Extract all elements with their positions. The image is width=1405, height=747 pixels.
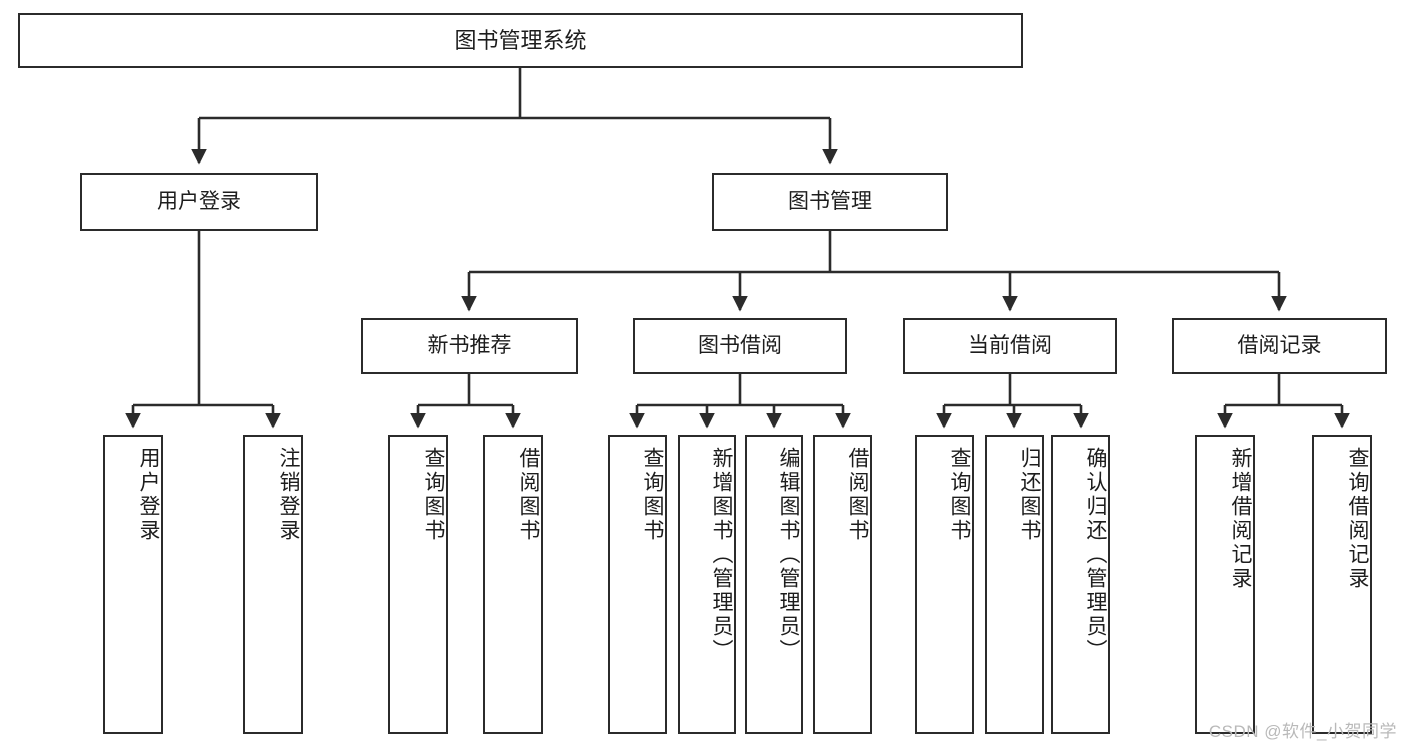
leaf-borrow-book[interactable]: 借阅图书 <box>813 435 872 734</box>
leaf-label: 查询图书 <box>948 447 971 543</box>
node-borrow-record[interactable]: 借阅记录 <box>1172 318 1387 374</box>
leaf-label: 借阅图书 <box>846 447 869 543</box>
leaf-label: 借阅图书 <box>517 447 540 543</box>
leaf-label: 新增借阅记录 <box>1229 447 1252 591</box>
leaf-label: 编辑图书（管理员） <box>777 447 800 663</box>
leaf-borrow-book-new[interactable]: 借阅图书 <box>483 435 543 734</box>
leaf-edit-book-admin[interactable]: 编辑图书（管理员） <box>745 435 803 734</box>
leaf-label: 归还图书 <box>1018 447 1041 543</box>
node-user-login[interactable]: 用户登录 <box>80 173 318 231</box>
leaf-label: 确认归还（管理员） <box>1084 447 1107 663</box>
node-root-system[interactable]: 图书管理系统 <box>18 13 1023 68</box>
leaf-confirm-return-admin[interactable]: 确认归还（管理员） <box>1051 435 1110 734</box>
leaf-label: 注销登录 <box>277 447 300 543</box>
leaf-query-book-borrow[interactable]: 查询图书 <box>608 435 667 734</box>
leaf-label: 查询借阅记录 <box>1346 447 1369 591</box>
leaf-label: 用户登录 <box>137 447 160 543</box>
csdn-watermark: CSDN @软件_小贺同学 <box>1208 722 1397 741</box>
leaf-label: 新增图书（管理员） <box>710 447 733 663</box>
leaf-query-book-current[interactable]: 查询图书 <box>915 435 974 734</box>
node-new-book-recommend[interactable]: 新书推荐 <box>361 318 578 374</box>
node-book-management[interactable]: 图书管理 <box>712 173 948 231</box>
leaf-user-login[interactable]: 用户登录 <box>103 435 163 734</box>
leaf-user-logout[interactable]: 注销登录 <box>243 435 303 734</box>
leaf-query-book-new[interactable]: 查询图书 <box>388 435 448 734</box>
leaf-return-book[interactable]: 归还图书 <box>985 435 1044 734</box>
leaf-add-borrow-record[interactable]: 新增借阅记录 <box>1195 435 1255 734</box>
leaf-add-book-admin[interactable]: 新增图书（管理员） <box>678 435 736 734</box>
leaf-query-borrow-record[interactable]: 查询借阅记录 <box>1312 435 1372 734</box>
node-book-borrow[interactable]: 图书借阅 <box>633 318 847 374</box>
leaf-label: 查询图书 <box>422 447 445 543</box>
leaf-label: 查询图书 <box>641 447 664 543</box>
node-current-borrow[interactable]: 当前借阅 <box>903 318 1117 374</box>
